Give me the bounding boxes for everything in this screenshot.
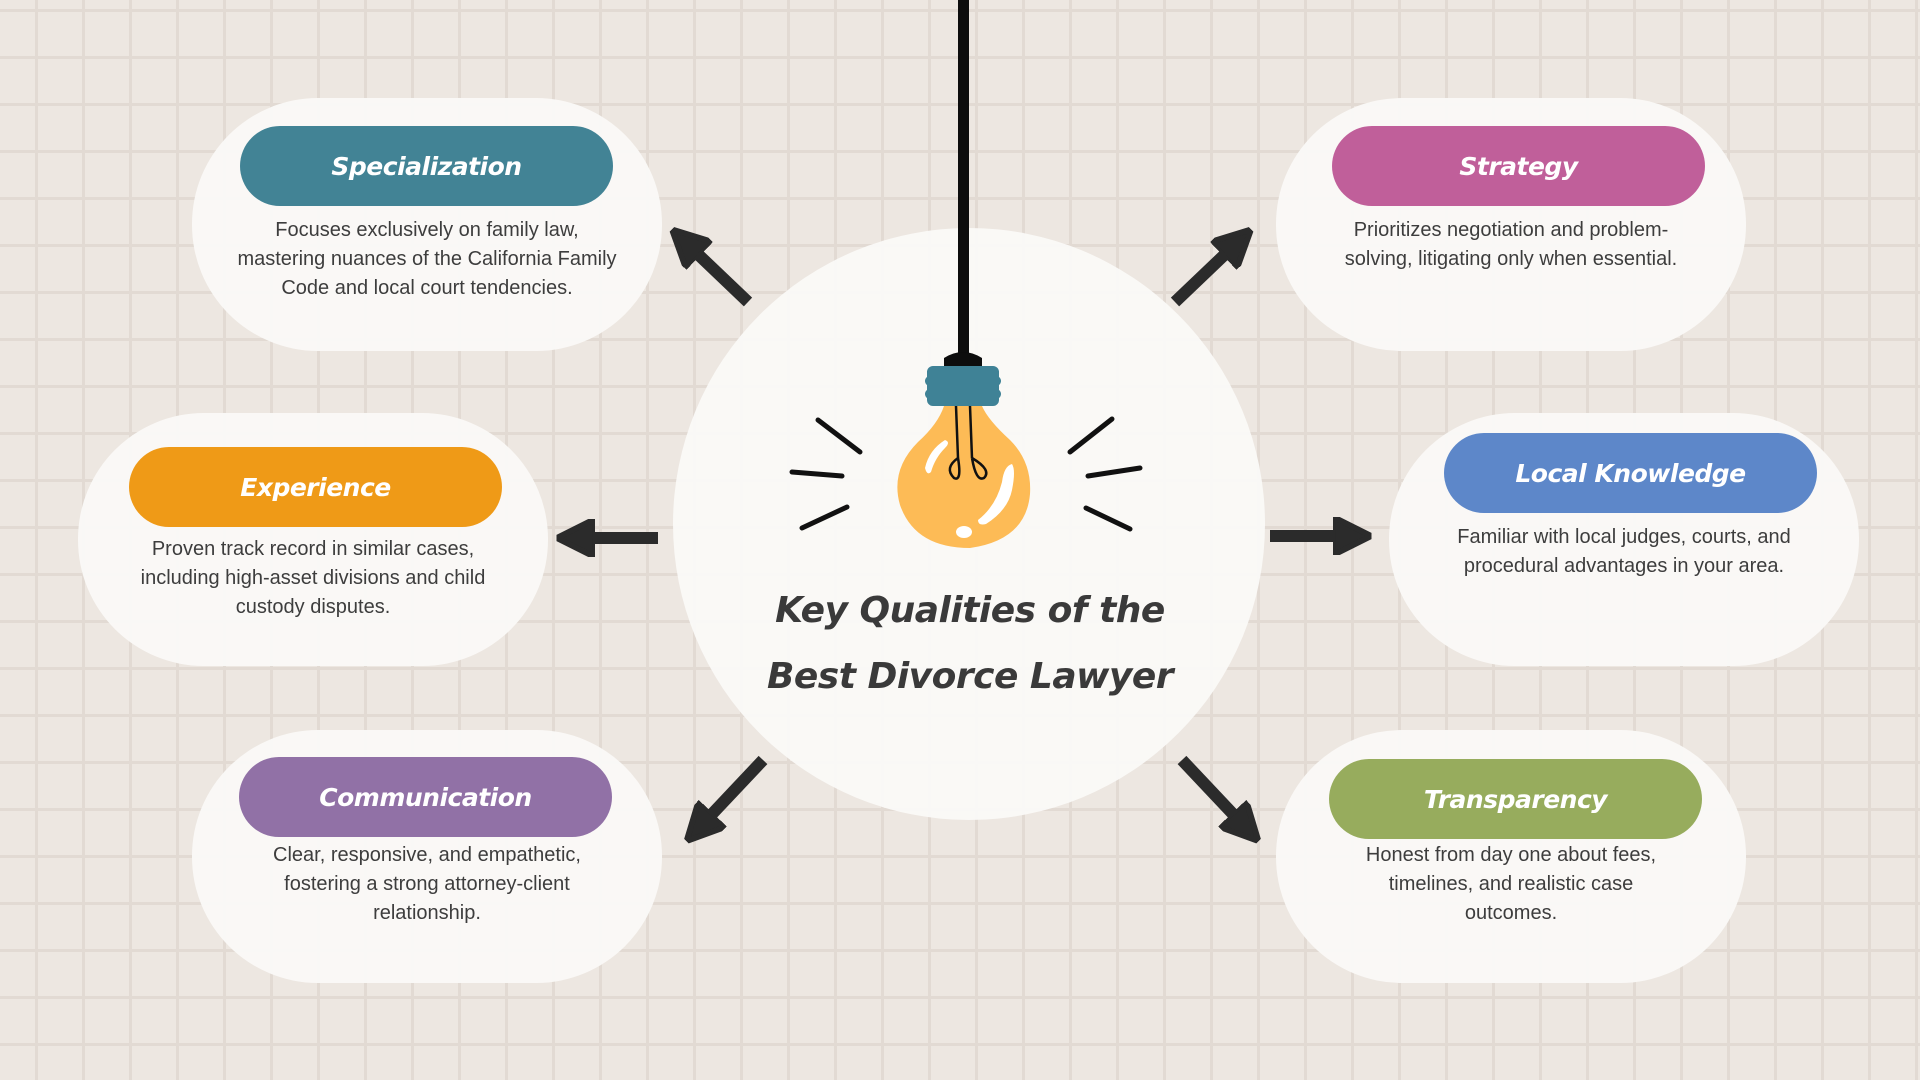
label-transparency: Transparency — [1329, 759, 1702, 839]
description-strategy: Prioritizes negotiation and problem-solv… — [1344, 219, 1678, 270]
card-local-knowledge: Local Knowledge Familiar with local judg… — [1389, 413, 1859, 666]
light-bulb-icon — [897, 352, 1031, 548]
description-specialization: Focuses exclusively on family law, maste… — [237, 219, 617, 299]
lamp-cord — [958, 0, 969, 360]
light-rays — [789, 416, 1143, 532]
label-specialization: Specialization — [240, 126, 613, 206]
label-communication: Communication — [239, 757, 612, 837]
arrow-to-communication — [697, 755, 768, 830]
card-transparency: Transparency Honest from day one about f… — [1276, 730, 1746, 983]
description-local-knowledge: Familiar with local judges, courts, and … — [1457, 526, 1791, 577]
card-experience: Experience Proven track record in simila… — [78, 413, 548, 666]
arrow-to-specialization — [683, 240, 753, 307]
title-line-1: Key Qualities of the — [775, 590, 1165, 631]
label-local-knowledge: Local Knowledge — [1444, 433, 1817, 513]
label-experience: Experience — [129, 447, 502, 527]
description-experience: Proven track record in similar cases, in… — [140, 538, 486, 618]
description-communication: Clear, responsive, and empathetic, foste… — [273, 844, 581, 924]
title-line-2: Best Divorce Lawyer — [766, 656, 1174, 697]
card-strategy: Strategy Prioritizes negotiation and pro… — [1276, 98, 1746, 351]
card-communication: Communication Clear, responsive, and emp… — [192, 730, 662, 983]
card-specialization: Specialization Focuses exclusively on fa… — [192, 98, 662, 351]
arrow-to-strategy — [1170, 240, 1240, 307]
diagram-title: Key Qualities of the Best Divorce Lawyer — [730, 578, 1210, 710]
description-transparency: Honest from day one about fees, timeline… — [1365, 844, 1657, 924]
arrow-to-transparency — [1177, 755, 1248, 830]
label-strategy: Strategy — [1332, 126, 1705, 206]
